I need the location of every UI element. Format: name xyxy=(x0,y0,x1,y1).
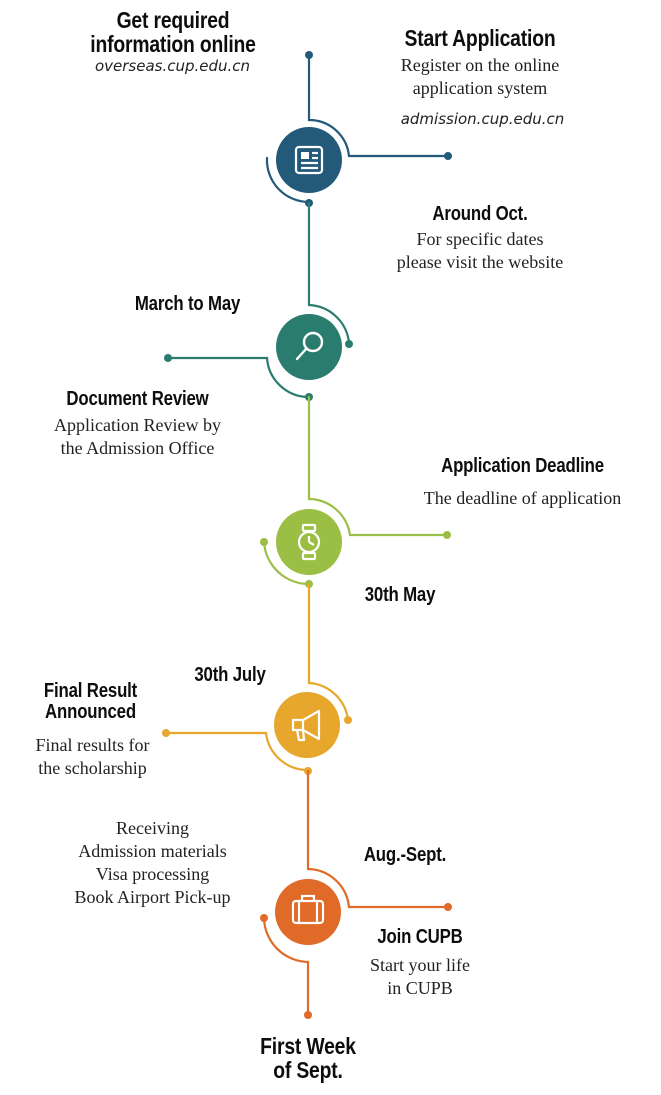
body-line: Application Review by xyxy=(54,415,221,435)
step-5-date: Aug.-Sept. xyxy=(363,844,447,866)
step-1-left-title: Get required information online xyxy=(55,8,290,56)
body-line: Register on the online xyxy=(400,55,560,75)
connector-line xyxy=(307,53,450,158)
step-5-right-body: Start your life in CUPB xyxy=(335,954,505,1000)
step-3-date: 30th May xyxy=(364,584,436,606)
connector-line xyxy=(307,395,449,537)
title-line: Announced xyxy=(45,701,136,723)
body-line: application system xyxy=(412,78,548,98)
connector-arc xyxy=(265,156,311,204)
endpoint-dot xyxy=(164,354,172,362)
step-1-right-title: Start Application xyxy=(404,25,556,51)
endpoint-dot xyxy=(162,729,170,737)
magnifier-icon xyxy=(295,331,324,361)
body-line: Start your life xyxy=(370,955,470,975)
step-1-date-body: For specific dates please visit the webs… xyxy=(355,228,605,274)
step-2-date: March to May xyxy=(134,293,241,315)
body-line: Admission materials xyxy=(78,841,227,861)
step-1-node xyxy=(276,127,342,193)
megaphone-icon xyxy=(291,709,321,742)
step-2-left-title: Document Review xyxy=(66,388,209,410)
step-3-right-title: Application Deadline xyxy=(441,455,604,477)
body-line: Final results for xyxy=(35,735,150,755)
step-4-node xyxy=(274,692,340,758)
step-3-node xyxy=(276,509,342,575)
body-line: in CUPB xyxy=(387,978,453,998)
endpoint-dot xyxy=(304,1011,312,1019)
title-line: Get required xyxy=(116,7,230,33)
endpoint-dot xyxy=(344,716,352,724)
body-line: Visa processing xyxy=(95,864,210,884)
step-4-left-title: Final Result Announced xyxy=(21,681,160,723)
title-line: of Sept. xyxy=(273,1057,343,1083)
connector-line xyxy=(262,916,310,1017)
body-line: Book Airport Pick-up xyxy=(74,887,231,907)
timeline-connectors xyxy=(162,51,452,1019)
connector-line xyxy=(164,731,310,772)
body-line: please visit the website xyxy=(396,252,564,272)
step-2-left-body: Application Review by the Admission Offi… xyxy=(15,414,260,460)
step-5-node xyxy=(275,879,341,945)
step-3-right-body: The deadline of application xyxy=(423,488,622,508)
connector-arc xyxy=(262,540,311,586)
step-1-date: Around Oct. xyxy=(432,203,528,225)
step-1-right-url: admission.cup.edu.cn xyxy=(400,110,565,128)
title-line: First Week xyxy=(260,1033,356,1059)
connector-line xyxy=(306,769,450,909)
endpoint-dot xyxy=(305,51,313,59)
step-5-bottom-date: First Week of Sept. xyxy=(241,1034,375,1082)
step-4-date: 30th July xyxy=(194,664,266,686)
step-1-right-body: Register on the online application syste… xyxy=(355,54,605,100)
connector-line xyxy=(307,201,351,345)
suitcase-icon xyxy=(291,894,325,925)
endpoint-dot xyxy=(260,538,268,546)
watch-icon xyxy=(297,523,321,561)
title-line: Final Result xyxy=(43,680,138,702)
step-1-left-url: overseas.cup.edu.cn xyxy=(94,57,251,75)
endpoint-dot xyxy=(444,152,452,160)
body-line: the scholarship xyxy=(38,758,147,778)
step-5-right-title: Join CUPB xyxy=(377,926,463,948)
connector-line xyxy=(166,356,311,399)
endpoint-dot xyxy=(345,340,353,348)
step-2-node xyxy=(276,314,342,380)
step-5-left-body: Receiving Admission materials Visa proce… xyxy=(35,817,270,909)
title-line: information online xyxy=(90,31,256,57)
step-4-left-body: Final results for the scholarship xyxy=(5,734,180,780)
endpoint-dot xyxy=(444,903,452,911)
newspaper-icon xyxy=(294,145,324,175)
body-line: Receiving xyxy=(116,818,189,838)
body-line: For specific dates xyxy=(416,229,544,249)
endpoint-dot xyxy=(260,914,268,922)
endpoint-dot xyxy=(443,531,451,539)
connector-line xyxy=(307,582,350,722)
body-line: the Admission Office xyxy=(60,438,215,458)
